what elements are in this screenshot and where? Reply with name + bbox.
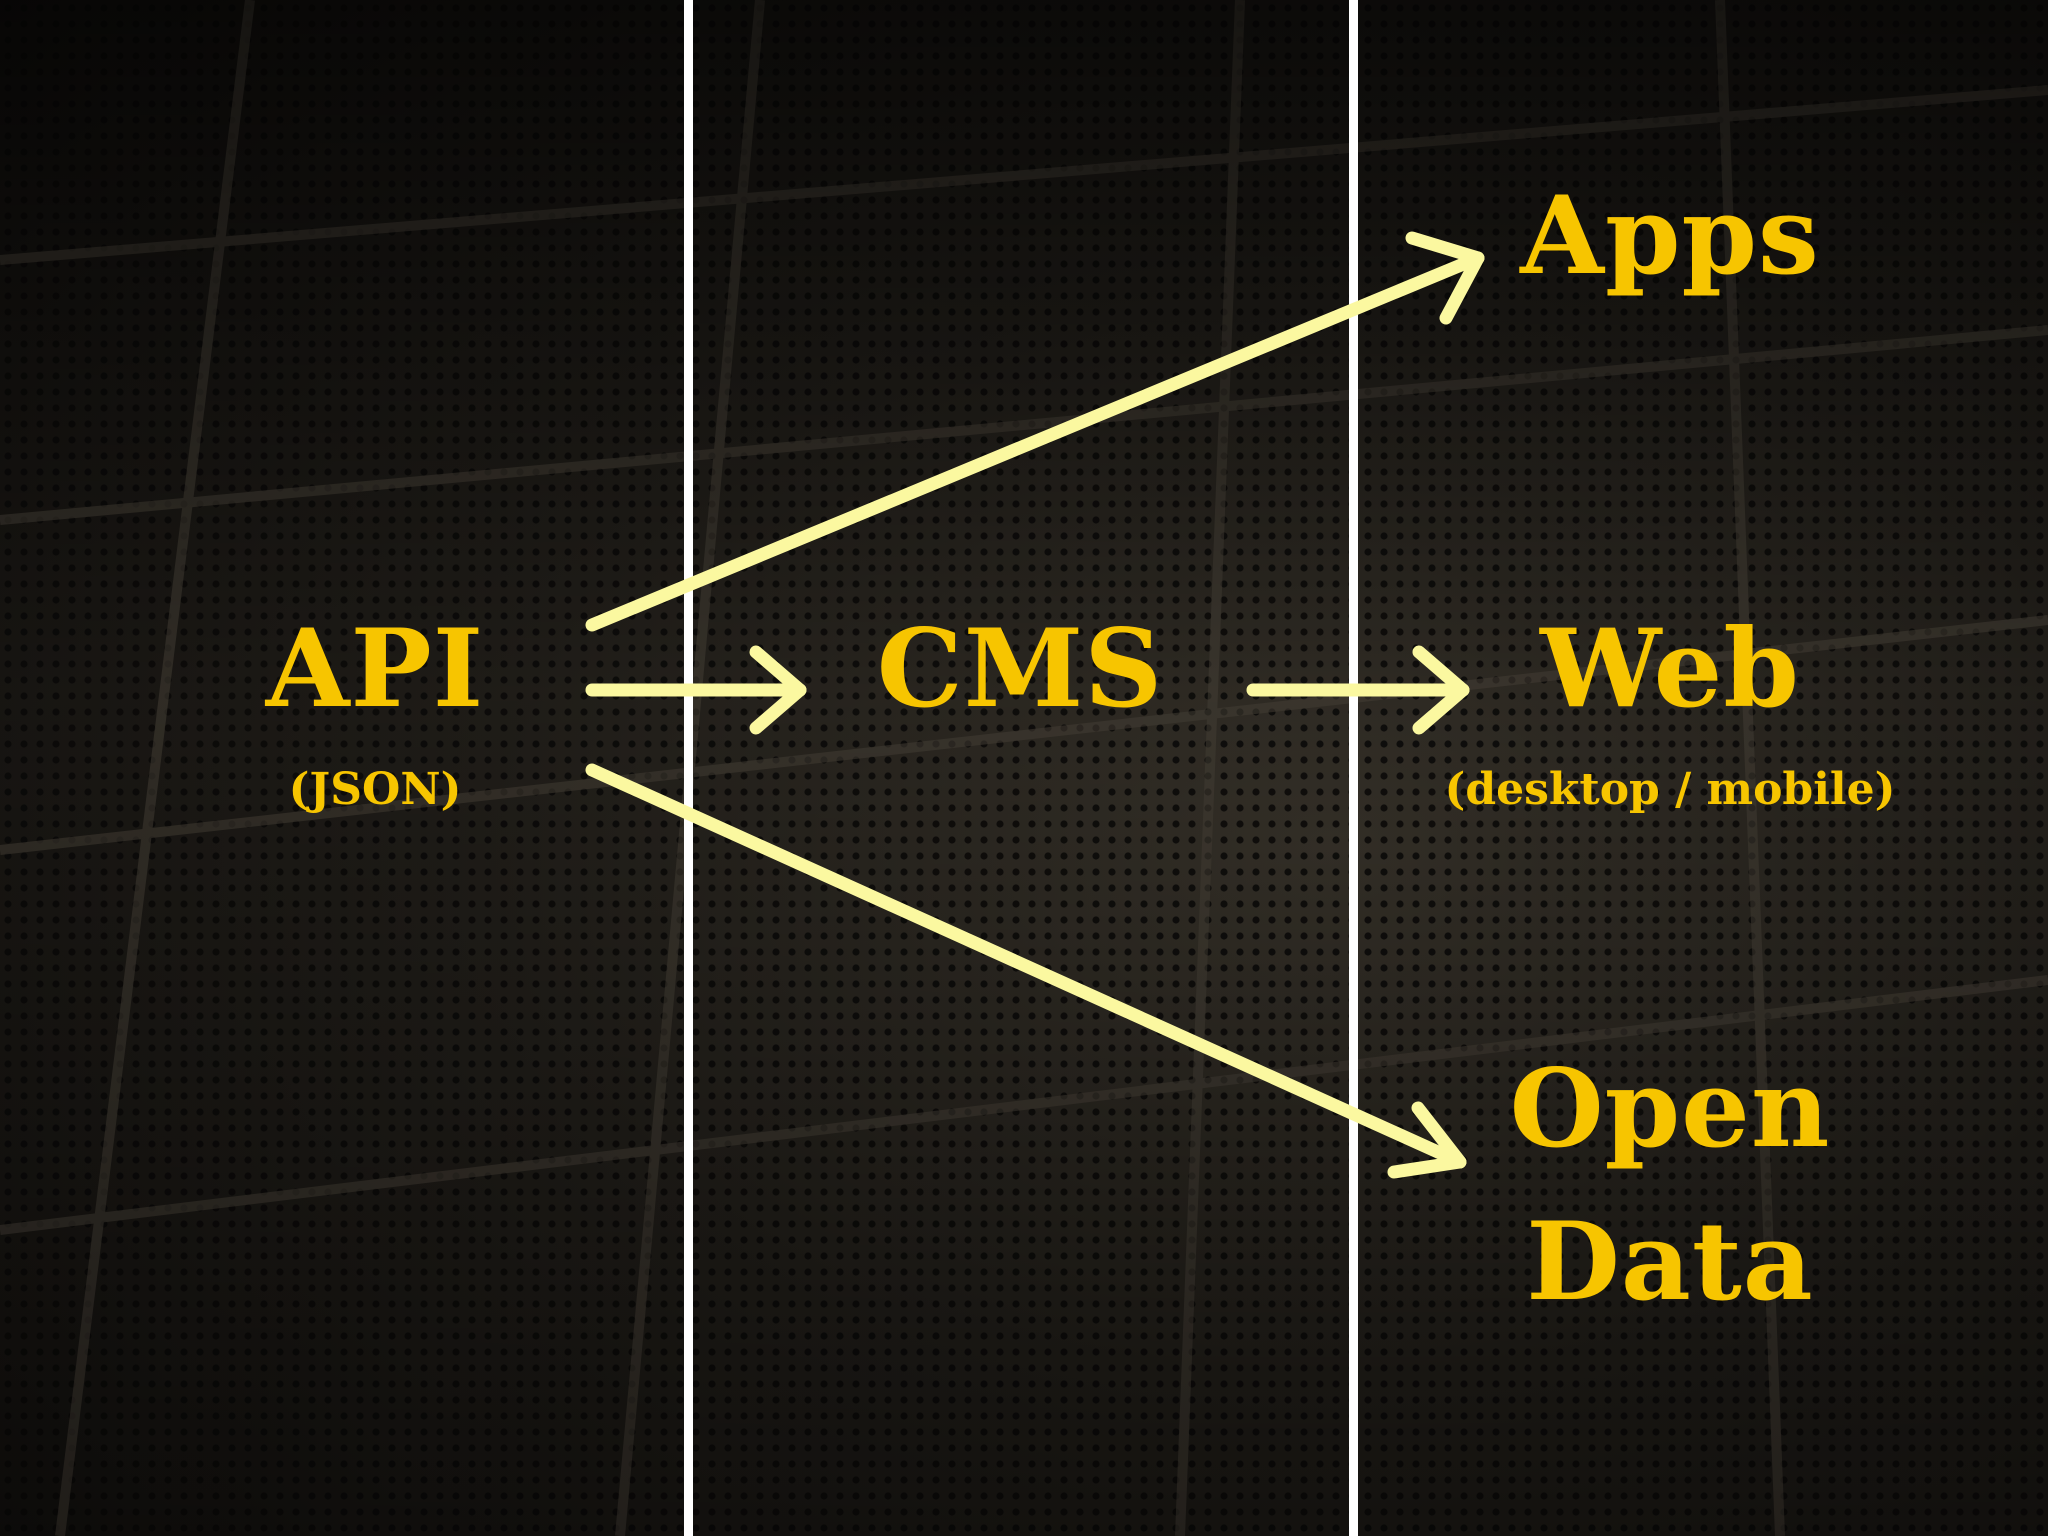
arrow-cms-to-web [1246,645,1470,735]
arrow-api-to-cms [585,645,807,735]
api-sublabel: (JSON) [288,764,462,815]
api-label: API [265,606,485,732]
arrow-api-to-open-data [585,763,1467,1179]
web-sublabel: (desktop / mobile) [1444,764,1896,815]
column-divider-left [684,0,693,1536]
open-data-label-line1: Open [1509,1046,1831,1172]
open-data-label-line2: Data [1526,1199,1814,1325]
column-divider-right [1349,0,1358,1536]
arrow-api-to-apps [585,231,1485,632]
apps-label: Apps [1520,173,1820,299]
cms-label: CMS [876,606,1164,732]
web-label: Web [1540,606,1800,732]
